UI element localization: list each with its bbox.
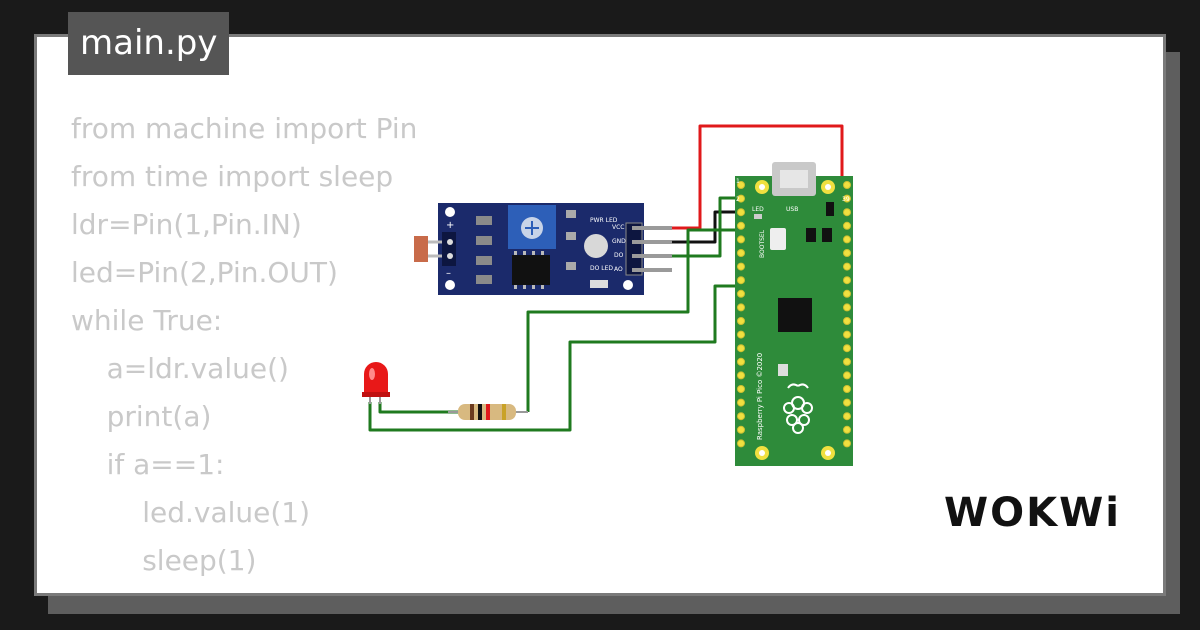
pin-do-label: DO [614, 252, 624, 259]
pico-pin [737, 330, 745, 339]
pico-pin [737, 276, 745, 285]
pico-pin [737, 303, 745, 312]
code-line: a=ldr.value() [71, 352, 289, 385]
bootsel-label: BOOTSEL [759, 229, 766, 258]
pico-pin [843, 357, 851, 366]
pico-pin [843, 385, 851, 393]
pin-ao-label: AO [614, 266, 623, 273]
pico-pin [843, 249, 851, 257]
pico-pin [737, 412, 745, 421]
pico-pin [843, 303, 851, 312]
plus-label: + [446, 220, 454, 231]
pin39-label: 39 [842, 196, 850, 203]
pico-pin [737, 208, 745, 217]
pico-pin [737, 317, 745, 325]
pico-pin [737, 385, 745, 393]
pico-pin [843, 208, 851, 217]
resistor [448, 404, 528, 420]
pico-pin [843, 221, 851, 230]
pin1-label: 1 [736, 178, 740, 185]
code-line: led=Pin(2,Pin.OUT) [71, 256, 338, 289]
code-line: ldr=Pin(1,Pin.IN) [71, 208, 302, 241]
pico-pins [737, 181, 851, 448]
pico-pin [737, 221, 745, 230]
pwr-led [584, 234, 608, 258]
code-preview: from machine import Pin from time import … [71, 105, 417, 585]
code-line: print(a) [71, 400, 212, 433]
pico-pin [737, 357, 745, 366]
pico-pin [843, 262, 851, 271]
pwr-led-label: PWR LED [590, 217, 618, 224]
pico-pin [843, 412, 851, 421]
pico-pin [737, 398, 745, 407]
ldr-module: + – PWR LED DO LED VCC GND DO AO [414, 203, 672, 295]
code-line: from time import sleep [71, 160, 394, 193]
photoresistor [414, 236, 428, 262]
usb-label: USB [786, 206, 798, 213]
pico-pin [843, 235, 851, 244]
pico-pin [843, 439, 851, 448]
pico-name-label: Raspberry Pi Pico ©2020 [756, 353, 764, 440]
pico-pin [843, 194, 851, 203]
rp2040-chip [778, 298, 812, 332]
do-wire [645, 196, 740, 258]
code-line: led.value(1) [71, 496, 311, 529]
pico-pin [843, 330, 851, 339]
file-tab[interactable]: main.py [68, 12, 230, 75]
pico-pin [737, 235, 745, 244]
pico-pin [843, 371, 851, 380]
comparator-chip [512, 255, 550, 285]
pico-pin [737, 371, 745, 380]
preview-card: from machine import Pin from time import … [34, 34, 1166, 596]
pico-pin [843, 425, 851, 434]
gnd-led-wire [368, 284, 740, 432]
pin2-label: 2 [736, 196, 740, 203]
pico-pin [737, 249, 745, 257]
pico-pin [737, 425, 745, 434]
pico-pin [737, 289, 745, 298]
led-wire [526, 228, 740, 412]
bootsel-button [770, 228, 786, 250]
do-led [590, 280, 608, 288]
pico-pin [843, 181, 851, 189]
pin-gnd-label: GND [612, 238, 626, 245]
wokwi-logo: WOKWi [944, 490, 1121, 536]
pico-pin [737, 439, 745, 448]
code-line: from machine import Pin [71, 112, 418, 145]
vcc-wire [645, 124, 844, 230]
minus-label: – [446, 268, 451, 279]
pico-pin [737, 181, 745, 189]
pico-pin [737, 262, 745, 271]
raspberry-pi-logo [783, 383, 813, 434]
pin-vcc-label: VCC [612, 224, 624, 231]
pico-pin [843, 317, 851, 325]
resistor-wire [378, 402, 458, 414]
pico-pin [843, 289, 851, 298]
gnd-wire [645, 210, 740, 244]
code-line: while True: [71, 304, 223, 337]
red-led [362, 362, 390, 404]
code-line: sleep(1) [71, 544, 257, 577]
raspberry-pi-pico: USB LED 1 2 39 BOOTSEL Raspberry Pi Pico… [735, 162, 853, 466]
pico-pin [843, 398, 851, 407]
pico-pin [843, 276, 851, 285]
do-led-label: DO LED [590, 265, 613, 272]
code-line: if a==1: [71, 448, 225, 481]
led-label: LED [752, 206, 764, 213]
pico-pin [737, 344, 745, 353]
pico-pin [737, 194, 745, 203]
pico-pin [843, 344, 851, 353]
